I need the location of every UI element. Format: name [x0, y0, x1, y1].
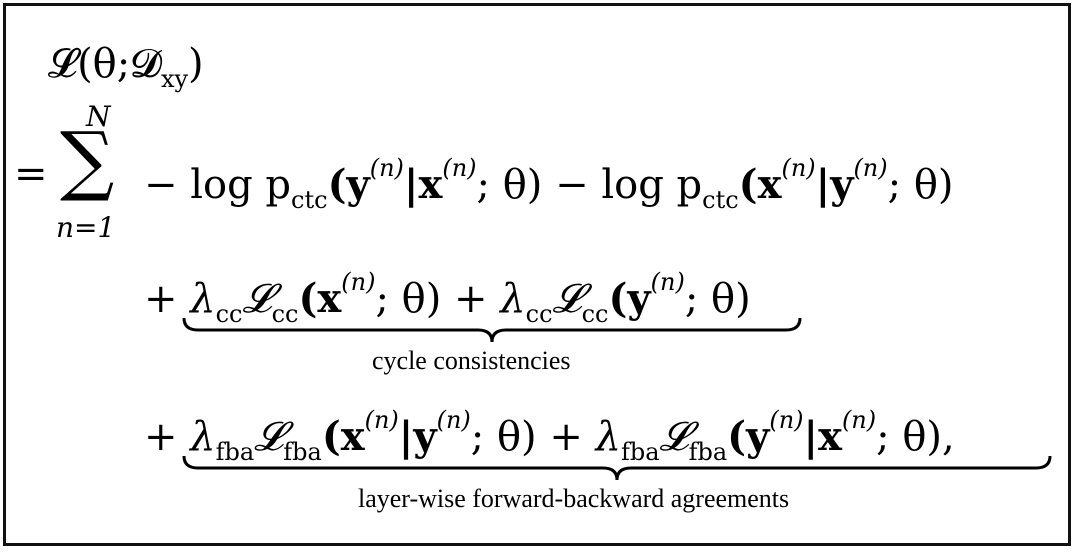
- loss-symbol: 𝓛: [254, 414, 284, 460]
- loss-symbol: 𝓛: [242, 276, 272, 322]
- sup-n: (n): [769, 406, 804, 434]
- lhs-subscript: xy: [160, 65, 189, 93]
- sum-symbol: ∑: [60, 115, 115, 204]
- neg-log-p: − log p: [144, 162, 292, 208]
- lambda-symbol: λ: [500, 276, 526, 322]
- x-bold: (𝐱: [738, 161, 782, 208]
- sum-lower-limit: n=1: [56, 211, 116, 244]
- theta-close: ; θ): [684, 276, 751, 322]
- lhs-close: ): [188, 41, 204, 87]
- sup-n: (n): [364, 406, 399, 434]
- note-forward-backward-agreements: layer-wise forward-backward agreements: [358, 484, 790, 513]
- cc-subscript: cc: [525, 300, 553, 328]
- theta-plus: ; θ) +: [470, 414, 596, 460]
- theta-plus: ; θ) +: [375, 276, 501, 322]
- y-bold: (𝐲: [327, 161, 370, 208]
- equation-frame: [3, 3, 1071, 546]
- fba-subscript: fba: [688, 438, 728, 466]
- equation-line-2: + λcc𝓛cc(𝐱(n); θ) + λcc𝓛cc(𝐲(n); θ): [144, 270, 751, 326]
- sup-n: (n): [650, 268, 685, 296]
- y-bold: (𝐲: [608, 275, 651, 322]
- sup-n: (n): [341, 268, 376, 296]
- cc-subscript: cc: [581, 300, 609, 328]
- x-bold: (𝐱: [321, 413, 365, 460]
- sup-n: (n): [442, 154, 477, 182]
- underbrace-fba: [182, 455, 1052, 481]
- lambda-symbol: λ: [190, 414, 216, 460]
- fba-subscript: fba: [215, 438, 255, 466]
- given-y: |𝐲: [815, 161, 854, 208]
- ctc-subscript: ctc: [702, 186, 739, 214]
- ctc-subscript: ctc: [291, 186, 328, 214]
- equation-lhs: 𝓛(θ;𝓓xy): [48, 44, 204, 91]
- equals-sign: =: [14, 151, 48, 197]
- sup-n: (n): [781, 154, 816, 182]
- loss-symbol: 𝓛: [552, 276, 582, 322]
- fba-subscript: fba: [620, 438, 660, 466]
- loss-symbol: 𝓛: [659, 414, 689, 460]
- equation-line-3: + λfba𝓛fba(𝐱(n)|𝐲(n); θ) + λfba𝓛fba(𝐲(n)…: [144, 408, 955, 464]
- theta-neg-log-p: ; θ) − log p: [476, 162, 703, 208]
- sup-n: (n): [436, 406, 471, 434]
- x-bold: (𝐱: [298, 275, 342, 322]
- plus-sign: +: [144, 276, 178, 322]
- given-y: |𝐲: [398, 413, 437, 460]
- sup-n: (n): [853, 154, 888, 182]
- equation-line-1: − log pctc(𝐲(n)|𝐱(n); θ) − log pctc(𝐱(n)…: [144, 156, 954, 212]
- given-x: |𝐱: [803, 413, 842, 460]
- lambda-symbol: λ: [595, 414, 621, 460]
- theta-close: ; θ): [887, 162, 954, 208]
- y-bold: (𝐲: [727, 413, 770, 460]
- lhs-text: 𝓛(θ;𝓓: [48, 41, 161, 87]
- sup-n: (n): [369, 154, 404, 182]
- theta-close-comma: ; θ),: [876, 414, 955, 460]
- plus-sign: +: [144, 414, 178, 460]
- cc-subscript: cc: [215, 300, 243, 328]
- given-x: |𝐱: [403, 161, 443, 208]
- note-cycle-consistencies: cycle consistencies: [372, 346, 571, 375]
- sum-upper-limit: N: [86, 100, 111, 133]
- sup-n: (n): [841, 406, 877, 434]
- fba-subscript: fba: [283, 438, 322, 466]
- cc-subscript: cc: [271, 300, 299, 328]
- lambda-symbol: λ: [190, 276, 216, 322]
- underbrace-cc: [182, 317, 802, 343]
